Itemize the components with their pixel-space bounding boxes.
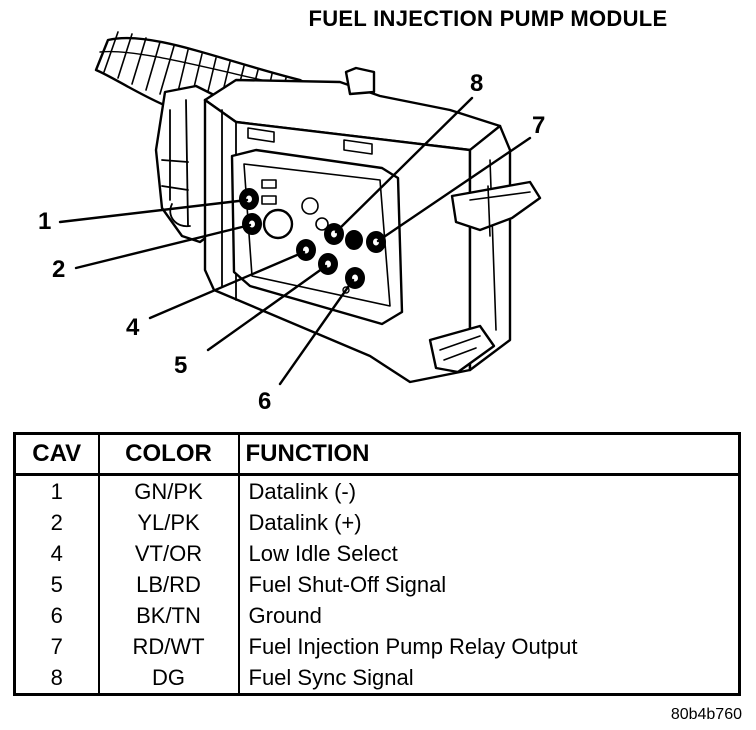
header-function: FUNCTION — [237, 432, 741, 476]
locking-latch — [154, 84, 218, 244]
diagram-title: FUEL INJECTION PUMP MODULE — [308, 6, 668, 31]
pinout-table: CAV COLOR FUNCTION 1 GN/PK Datalink (-) … — [13, 432, 741, 696]
color-cell: YL/PK — [97, 507, 240, 538]
color-cell: BK/TN — [97, 600, 240, 631]
leader-line-6 — [278, 278, 355, 386]
table-row: 6 BK/TN Ground — [13, 600, 741, 631]
function-cell: Fuel Shut-Off Signal — [237, 569, 741, 600]
table-row: 7 RD/WT Fuel Injection Pump Relay Output — [13, 631, 741, 662]
cav-cell: 8 — [13, 662, 100, 695]
function-cell: Ground — [237, 600, 741, 631]
cav-cell: 6 — [13, 600, 100, 631]
cav-cell: 7 — [13, 631, 100, 662]
table-header-row: CAV COLOR FUNCTION — [13, 432, 741, 476]
function-cell: Fuel Injection Pump Relay Output — [237, 631, 741, 662]
color-cell: RD/WT — [97, 631, 240, 662]
callout-6: 6 — [258, 388, 272, 415]
leader-line-2 — [74, 223, 252, 270]
cav-cell: 5 — [13, 569, 100, 600]
callout-4: 4 — [126, 314, 140, 341]
function-cell: Fuel Sync Signal — [237, 662, 741, 695]
table-row: 5 LB/RD Fuel Shut-Off Signal — [13, 569, 741, 600]
color-cell: GN/PK — [97, 474, 240, 507]
header-color: COLOR — [97, 432, 240, 476]
cav-cell: 1 — [13, 474, 100, 507]
function-cell: Datalink (+) — [237, 507, 741, 538]
callout-7: 7 — [532, 112, 546, 139]
leader-line-7 — [376, 136, 532, 243]
function-cell: Datalink (-) — [237, 474, 741, 507]
callout-8: 8 — [470, 70, 484, 97]
cav-cell: 2 — [13, 507, 100, 538]
color-cell: LB/RD — [97, 569, 240, 600]
callout-2: 2 — [52, 256, 66, 283]
terminal-cav-5 — [318, 253, 338, 275]
leader-line-8 — [334, 96, 474, 234]
leader-line-1 — [58, 198, 249, 224]
callout-1: 1 — [38, 208, 52, 235]
leader-line-5 — [206, 264, 328, 352]
terminal-cav-1 — [239, 188, 259, 210]
leader-line-4 — [148, 250, 306, 320]
header-cav: CAV — [13, 432, 100, 476]
terminal-cav-2 — [242, 213, 262, 235]
table-row: 1 GN/PK Datalink (-) — [13, 474, 741, 507]
table-row: 4 VT/OR Low Idle Select — [13, 538, 741, 569]
figure-code: 80b4b760 — [670, 706, 742, 723]
callout-5: 5 — [174, 352, 188, 379]
terminal-cav-4 — [296, 239, 316, 261]
cav-cell: 4 — [13, 538, 100, 569]
color-cell: VT/OR — [97, 538, 240, 569]
connector-illustration — [58, 31, 542, 386]
terminal-cav-7 — [366, 231, 386, 253]
color-cell: DG — [97, 662, 240, 695]
function-cell: Low Idle Select — [237, 538, 741, 569]
table-row: 8 DG Fuel Sync Signal — [13, 662, 741, 695]
table-row: 2 YL/PK Datalink (+) — [13, 507, 741, 538]
